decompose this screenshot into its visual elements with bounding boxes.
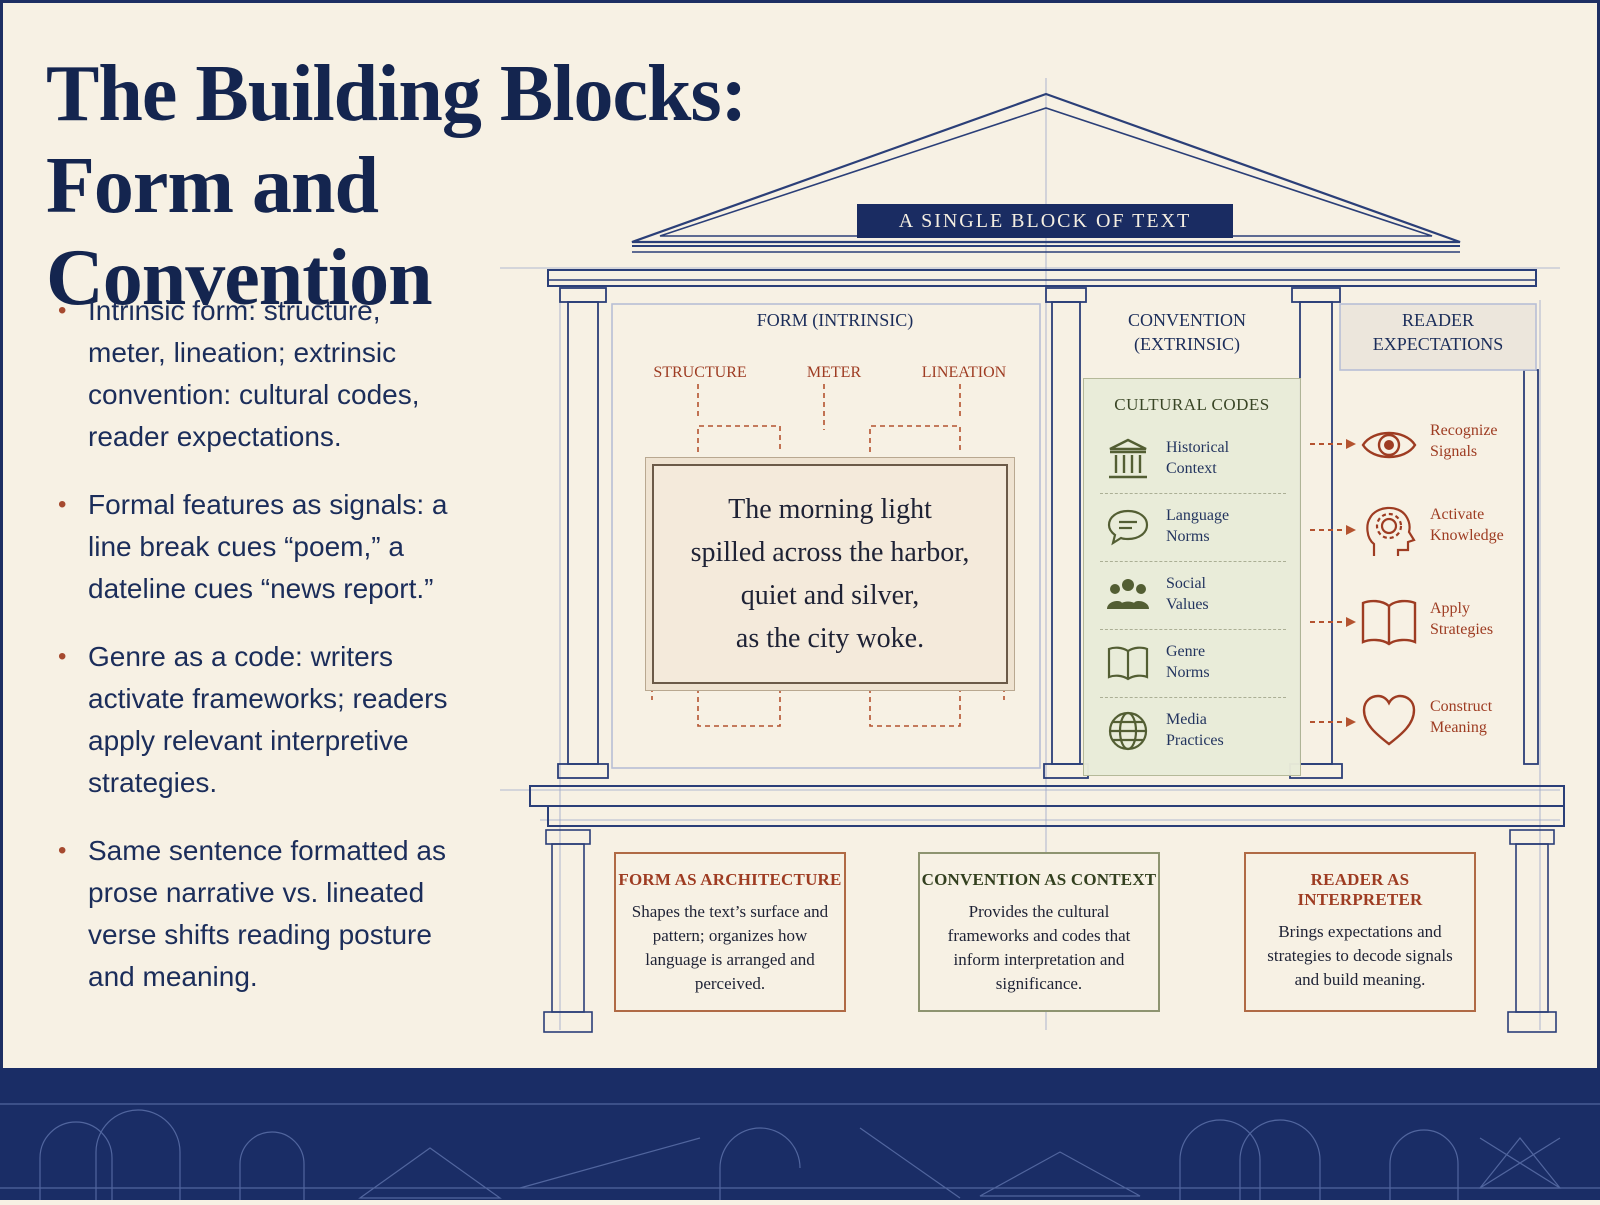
bottom-box-title: FORM AS ARCHITECTURE xyxy=(618,870,842,889)
bullet-text: Genre as a code: writers activate framew… xyxy=(88,641,448,798)
bottom-box-title: READER AS INTERPRETER xyxy=(1297,870,1423,909)
heart-icon xyxy=(1362,694,1416,746)
form-as-architecture-box: FORM AS ARCHITECTURE Shapes the text’s s… xyxy=(614,852,846,1012)
convention-header: CONVENTION (EXTRINSIC) xyxy=(1098,308,1276,356)
exp-line-2: Knowledge xyxy=(1430,527,1504,544)
title-line-2: Form and Convention xyxy=(46,142,433,322)
exp-line-1: Activate xyxy=(1430,506,1485,523)
code-line-2: Values xyxy=(1166,596,1209,613)
title-line-1: The Building Blocks: xyxy=(46,50,747,138)
exp-line-2: Strategies xyxy=(1430,621,1494,638)
form-sub-meter: METER xyxy=(806,364,862,381)
code-line-1: Historical xyxy=(1166,439,1230,456)
bullet-dot-icon: • xyxy=(58,643,67,670)
reader-header-line-1: READER xyxy=(1402,310,1474,330)
sample-text-line: The morning light xyxy=(728,494,932,525)
exp-line-1: Apply xyxy=(1430,600,1470,617)
blueprint-footer xyxy=(0,1068,1600,1200)
bullet-text: Formal features as signals: a line break… xyxy=(88,489,448,604)
code-line-2: Norms xyxy=(1166,528,1210,545)
bullet-item: • Genre as a code: writers activate frame… xyxy=(58,636,458,804)
code-line-2: Norms xyxy=(1166,664,1210,681)
cultural-codes-title: CULTURAL CODES xyxy=(1114,395,1270,414)
blueprint-arches-decoration xyxy=(0,1103,1600,1200)
bullet-item: • Intrinsic form: structure, meter, linea… xyxy=(58,290,458,458)
eye-icon xyxy=(1361,431,1417,459)
banner-label: A SINGLE BLOCK OF TEXT xyxy=(857,204,1233,238)
speech-bubble-icon xyxy=(1107,509,1149,546)
form-sub-lineation: LINEATION xyxy=(921,364,1007,381)
book-icon xyxy=(1107,646,1149,681)
convention-as-context-box: CONVENTION AS CONTEXT Provides the cultu… xyxy=(918,852,1160,1012)
reader-as-interpreter-box: READER AS INTERPRETER Brings expectation… xyxy=(1244,852,1476,1012)
bullet-item: • Formal features as signals: a line brea… xyxy=(58,484,458,610)
exp-line-2: Meaning xyxy=(1430,719,1487,736)
reader-header: READER EXPECTATIONS xyxy=(1342,308,1534,356)
bullet-dot-icon: • xyxy=(58,837,67,864)
exp-line-1: Recognize xyxy=(1430,422,1498,439)
sample-text-line: as the city woke. xyxy=(735,623,925,654)
bottom-box-title: CONVENTION AS CONTEXT xyxy=(921,870,1157,889)
bottom-box-body: Shapes the text’s surface and pattern; o… xyxy=(631,902,829,993)
convention-header-line-1: CONVENTION xyxy=(1128,310,1246,330)
code-line-2: Practices xyxy=(1166,732,1224,749)
code-line-2: Context xyxy=(1166,460,1217,477)
open-book-icon xyxy=(1361,599,1417,646)
people-icon xyxy=(1107,579,1149,609)
form-header: FORM (INTRINSIC) xyxy=(756,310,914,330)
bullet-dot-icon: • xyxy=(58,491,67,518)
code-line-1: Language xyxy=(1166,507,1230,524)
bullet-dot-icon: • xyxy=(58,297,67,324)
code-line-1: Social xyxy=(1166,575,1206,592)
page-title: The Building Blocks: Form and Convention xyxy=(46,48,766,324)
sample-text-line: spilled across the harbor, xyxy=(690,537,970,568)
sample-text-block: The morning light spilled across the har… xyxy=(652,464,1008,684)
code-line-1: Media xyxy=(1166,711,1207,728)
head-gear-icon xyxy=(1366,506,1416,556)
columns-icon xyxy=(1109,438,1147,479)
form-sub-structure: STRUCTURE xyxy=(653,364,747,381)
globe-icon xyxy=(1108,711,1148,751)
convention-header-line-2: (EXTRINSIC) xyxy=(1134,334,1240,354)
bottom-box-body: Provides the cultural frameworks and cod… xyxy=(947,902,1131,993)
code-line-1: Genre xyxy=(1166,643,1206,660)
exp-line-2: Signals xyxy=(1430,443,1478,460)
bullet-text: Same sentence formatted as prose narrati… xyxy=(88,835,446,992)
sample-text-line: quiet and silver, xyxy=(740,580,920,611)
bullet-text: Intrinsic form: structure, meter, lineat… xyxy=(88,295,420,452)
reader-header-line-2: EXPECTATIONS xyxy=(1372,334,1504,354)
bullet-list: • Intrinsic form: structure, meter, linea… xyxy=(58,290,458,1024)
exp-line-1: Construct xyxy=(1430,698,1493,715)
bullet-item: • Same sentence formatted as prose narrat… xyxy=(58,830,458,998)
bottom-box-body: Brings expectations and strategies to de… xyxy=(1267,922,1453,989)
